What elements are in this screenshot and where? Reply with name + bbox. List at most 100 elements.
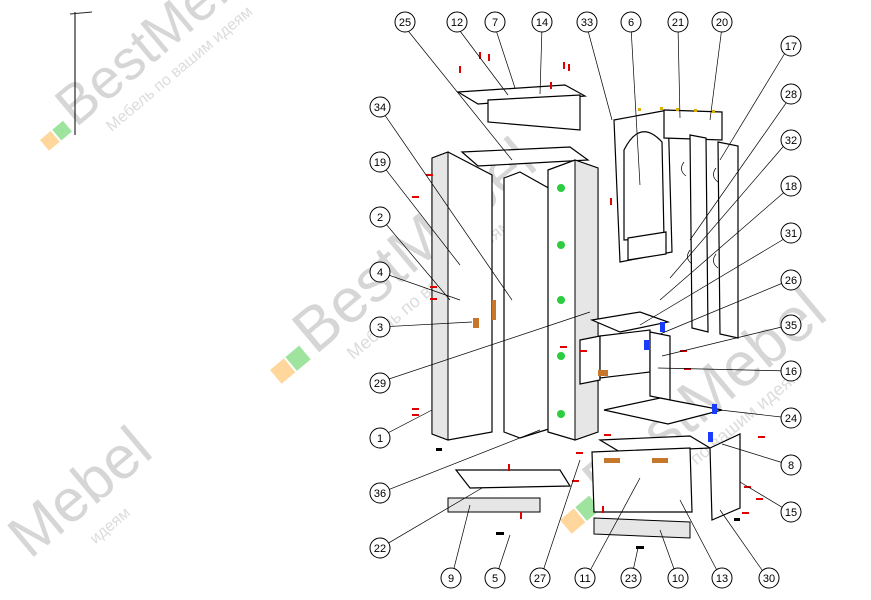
callout-circle [446, 11, 468, 33]
callout-label: 15 [785, 507, 797, 519]
callout-circle [369, 151, 391, 173]
panel-top-upper [456, 84, 588, 105]
callout-label: 7 [492, 17, 498, 29]
callout-label: 20 [716, 17, 728, 29]
hinge-2 [660, 322, 665, 332]
handle-3 [604, 458, 620, 463]
callout-circle [369, 537, 391, 559]
hinge-3 [712, 404, 717, 414]
logo-square-orange-2 [270, 358, 296, 384]
callout-circle [369, 206, 391, 228]
watermark-brand-short: Mebel [0, 414, 164, 570]
callout-22: 22 [369, 537, 391, 559]
callout-36: 36 [369, 482, 391, 504]
logo-square-green [52, 120, 72, 141]
box-right [649, 331, 671, 401]
plinth-left [447, 497, 541, 513]
rail-right [717, 141, 739, 339]
callout-circle [780, 175, 802, 197]
callout-circle [620, 567, 642, 589]
callout-circle [369, 482, 391, 504]
logo-square-orange [40, 131, 60, 151]
callout-3: 3 [369, 316, 391, 338]
callout-label: 27 [534, 573, 546, 585]
callout-26: 26 [780, 269, 802, 291]
callout-6: 6 [620, 11, 642, 33]
callout-9: 9 [440, 567, 462, 589]
callout-label: 14 [536, 17, 548, 29]
callout-circle [529, 567, 551, 589]
handle-5 [598, 370, 608, 376]
callout-33: 33 [576, 11, 598, 33]
panel-back-strip [487, 94, 581, 131]
callout-25: 25 [394, 11, 416, 33]
callout-label: 18 [785, 181, 797, 193]
callout-2: 2 [369, 206, 391, 228]
callout-circle [440, 567, 462, 589]
callout-7: 7 [484, 11, 506, 33]
watermark-bottom-left: Mebel идеям [0, 414, 164, 570]
callout-4: 4 [369, 261, 391, 283]
stray-stroke-2 [69, 11, 93, 15]
panel-side-right-edge [574, 159, 599, 441]
callout-label: 22 [374, 543, 386, 555]
callout-27: 27 [529, 567, 551, 589]
callout-label: 26 [785, 275, 797, 287]
callout-label: 31 [785, 228, 797, 240]
connector-1 [557, 184, 565, 192]
callout-circle [531, 11, 553, 33]
callout-24: 24 [780, 407, 802, 429]
callout-circle [780, 501, 802, 523]
plinth-right [593, 517, 691, 539]
callout-circle [711, 567, 733, 589]
connector-4 [557, 352, 565, 360]
callout-circle [780, 269, 802, 291]
callout-label: 17 [785, 41, 797, 53]
panel-top-lower [460, 146, 590, 167]
callout-label: 24 [785, 413, 797, 425]
parts [412, 52, 765, 549]
callout-circle [369, 261, 391, 283]
callout-29: 29 [369, 372, 391, 394]
callout-21: 21 [667, 11, 689, 33]
callout-11: 11 [574, 567, 596, 589]
callout-circle [780, 407, 802, 429]
callout-circle [667, 11, 689, 33]
callout-label: 2 [377, 212, 383, 224]
callout-circle [780, 35, 802, 57]
callout-circle [711, 11, 733, 33]
callout-28: 28 [780, 83, 802, 105]
callout-label: 3 [377, 322, 383, 334]
cabinet-front [591, 447, 693, 513]
handle-2 [492, 300, 496, 320]
callout-label: 21 [672, 17, 684, 29]
box-top [589, 311, 671, 333]
callout-14: 14 [531, 11, 553, 33]
callout-label: 13 [716, 573, 728, 585]
mirror-glass [623, 131, 665, 241]
callout-15: 15 [780, 501, 802, 523]
connector-3 [557, 296, 565, 304]
tape-marks [638, 107, 715, 113]
callout-circle [484, 11, 506, 33]
callout-label: 8 [788, 460, 794, 472]
callout-16: 16 [780, 360, 802, 382]
callout-circle [369, 372, 391, 394]
callout-label: 32 [785, 135, 797, 147]
callout-circle [780, 222, 802, 244]
callout-label: 1 [377, 433, 383, 445]
callout-circle [369, 427, 391, 449]
callout-30: 30 [758, 567, 780, 589]
callout-circle [780, 129, 802, 151]
callout-label: 33 [581, 17, 593, 29]
callout-circle [484, 567, 506, 589]
callout-label: 35 [785, 320, 797, 332]
callout-31: 31 [780, 222, 802, 244]
callout-19: 19 [369, 151, 391, 173]
callout-label: 12 [451, 17, 463, 29]
hinge-1 [644, 340, 649, 350]
callout-circle [780, 314, 802, 336]
callout-32: 32 [780, 129, 802, 151]
